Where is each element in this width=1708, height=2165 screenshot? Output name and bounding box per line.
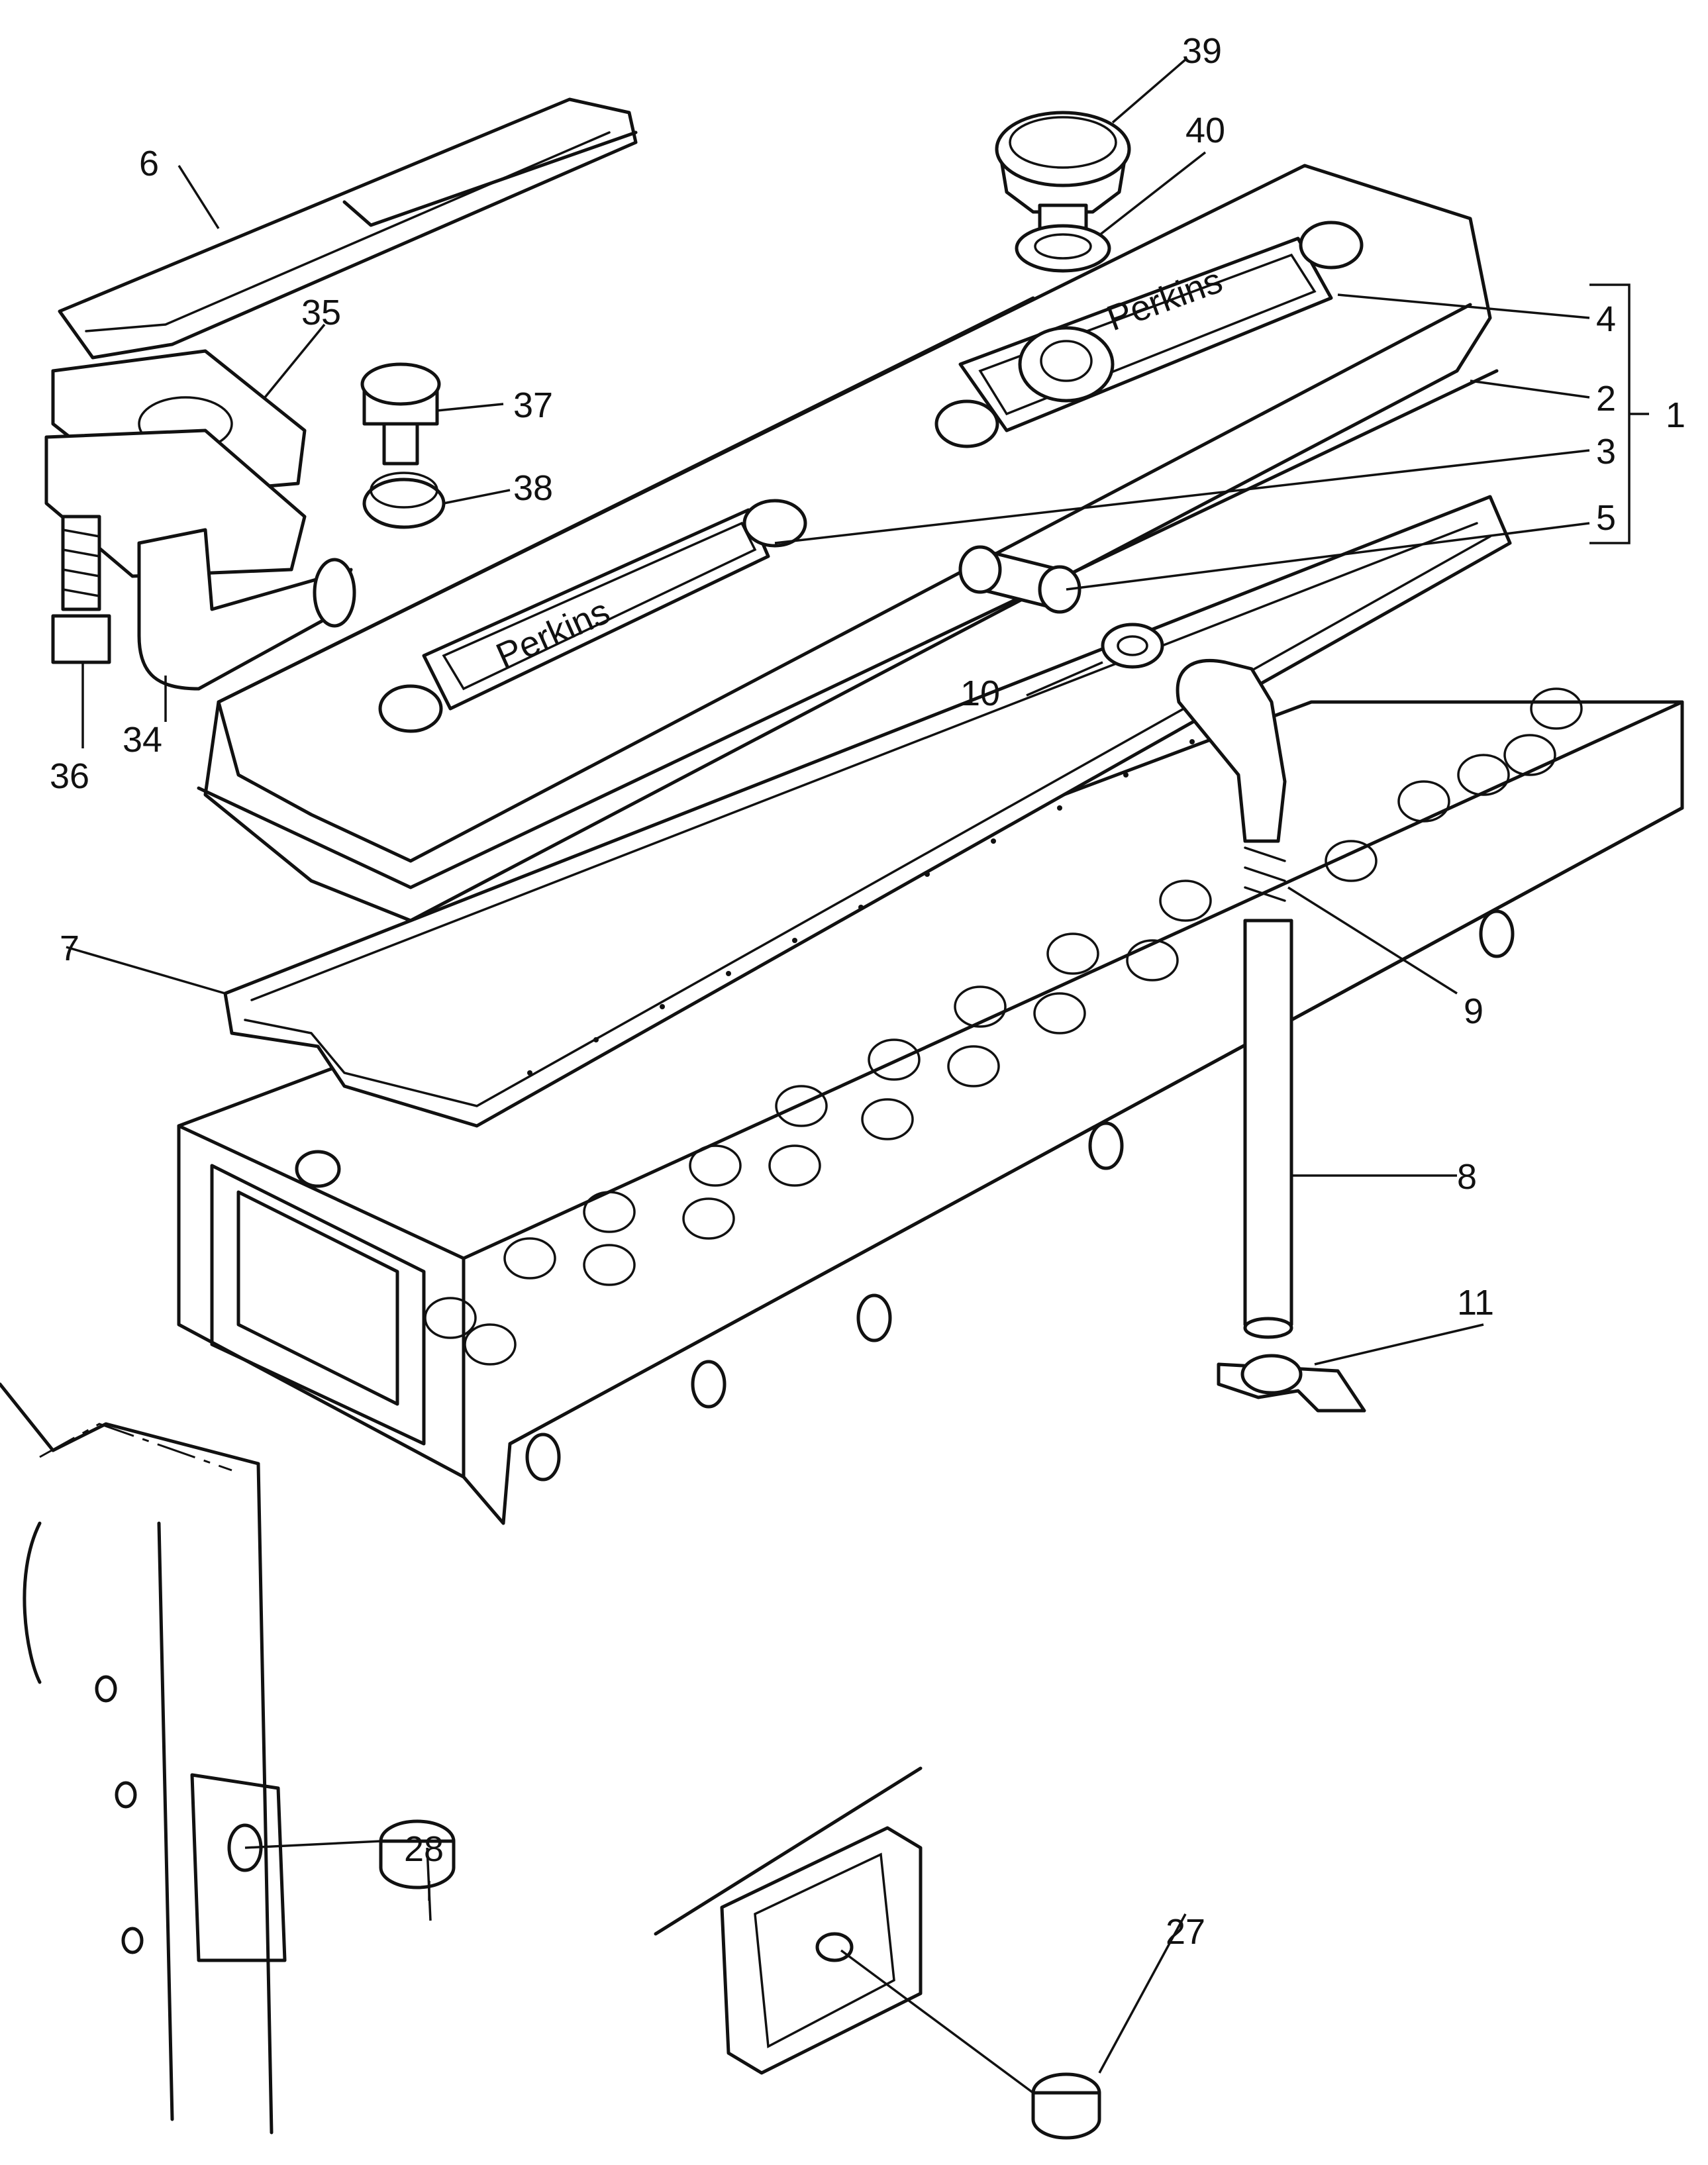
callout-36: 36	[50, 756, 89, 796]
callout-7: 7	[60, 929, 79, 968]
leader-lines	[66, 58, 1649, 2094]
oil-filler-cap	[995, 111, 1131, 230]
stud-seal	[362, 472, 446, 529]
rocker-cover: Perkins Perkins	[197, 164, 1499, 923]
side-cover	[654, 1766, 923, 2075]
callouts: 1 2 3 4 5 6 7 8 9 10 11 27 28 34 35 36 3…	[50, 31, 1685, 1952]
callout-38: 38	[513, 468, 553, 508]
callout-1: 1	[1666, 395, 1685, 435]
callout-4: 4	[1596, 299, 1616, 339]
callout-40: 40	[1185, 111, 1225, 150]
callout-6: 6	[139, 144, 159, 183]
callout-11: 11	[1457, 1283, 1494, 1323]
stud	[360, 362, 441, 466]
cover-plate	[58, 97, 638, 360]
rocker-cover-gasket	[223, 495, 1512, 1128]
callout-2: 2	[1596, 379, 1616, 419]
core-plug	[379, 1819, 456, 1889]
filler-cap-seal	[1015, 224, 1111, 273]
callout-37: 37	[513, 385, 553, 425]
callout-9: 9	[1464, 991, 1483, 1031]
callout-27: 27	[1166, 1912, 1205, 1952]
callout-3: 3	[1596, 432, 1616, 472]
timing-case	[0, 1382, 287, 2135]
callout-34: 34	[123, 720, 162, 760]
breather-bracket	[1217, 1354, 1366, 1413]
bolt	[51, 515, 111, 664]
callout-28: 28	[404, 1829, 444, 1869]
breather-pipe	[1243, 919, 1293, 1339]
callout-10: 10	[960, 674, 1000, 713]
callout-5: 5	[1596, 498, 1616, 538]
side-cover-plug	[1031, 2072, 1101, 2140]
callout-35: 35	[301, 293, 341, 332]
outlet-elbow	[44, 428, 356, 691]
callout-8: 8	[1457, 1157, 1477, 1197]
cylinder-head	[177, 687, 1684, 1525]
callout-39: 39	[1182, 31, 1222, 71]
breather-clip	[1101, 623, 1164, 669]
breather-hose	[1176, 659, 1287, 902]
